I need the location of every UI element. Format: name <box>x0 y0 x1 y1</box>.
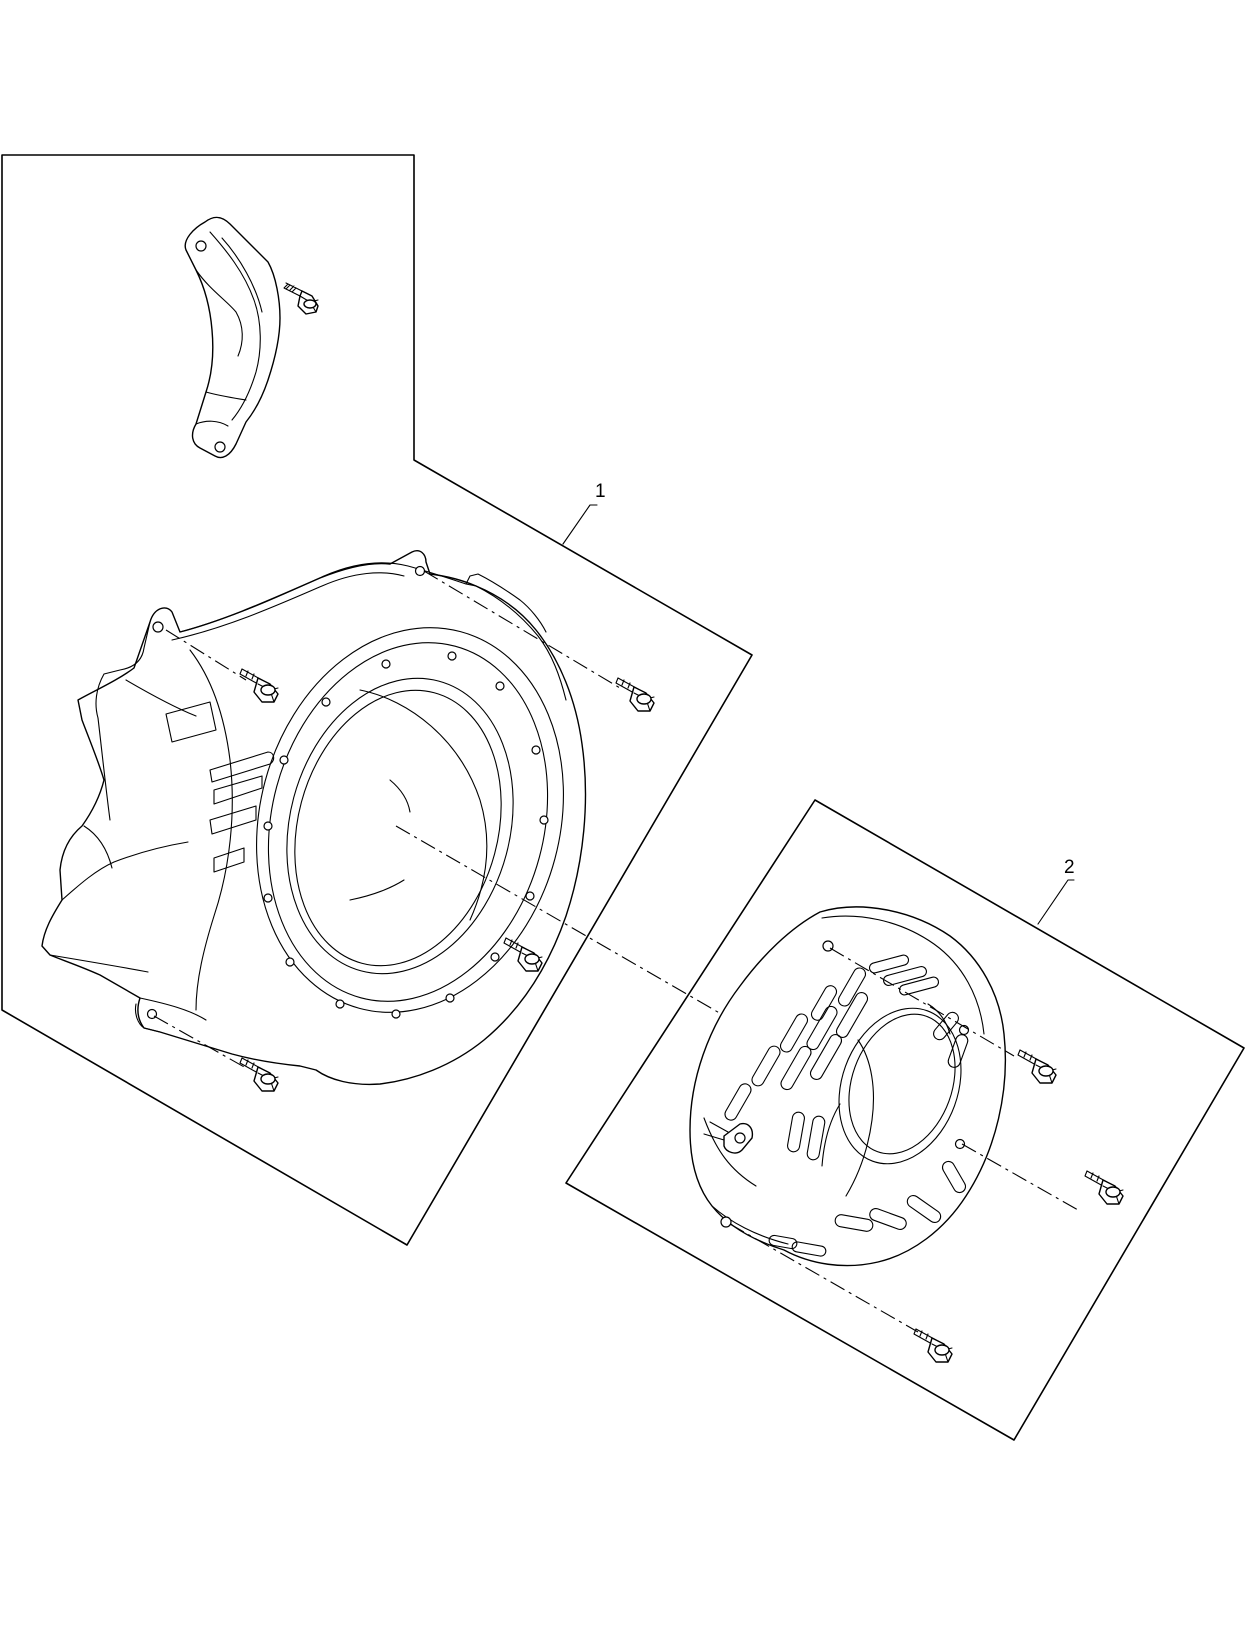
cover-bolt-3 <box>913 1328 953 1363</box>
axis-line-left <box>165 629 247 681</box>
axis-line-center <box>395 825 743 1027</box>
cover-axis-mid <box>961 1143 1079 1211</box>
cover-axis-top <box>829 947 1015 1057</box>
panel-2-outline <box>565 799 1245 1441</box>
cover-axis-bottom <box>729 1223 919 1333</box>
flange-holes <box>263 651 549 1019</box>
housing-bolt-3 <box>503 937 543 972</box>
callout-2-label: 2 <box>1064 857 1075 878</box>
cover-vent-slots <box>724 954 969 1257</box>
callout-2-leader <box>1037 879 1075 925</box>
cover-bolt-1 <box>1017 1049 1057 1084</box>
cover-bolt-2 <box>1084 1170 1124 1205</box>
callout-1-leader <box>562 504 598 545</box>
callout-1-label: 1 <box>595 481 606 502</box>
fan-housing <box>41 550 587 1086</box>
housing-bolt-2 <box>615 677 655 712</box>
axis-line-top <box>423 570 621 689</box>
starter-cover <box>689 906 1007 1267</box>
shroud-bracket <box>184 216 281 459</box>
housing-bolt-1 <box>239 668 279 703</box>
axis-line-bottom <box>153 1015 247 1069</box>
panel-1-outline <box>1 154 753 1246</box>
bracket-screw <box>283 282 319 315</box>
housing-bolt-4 <box>239 1057 279 1092</box>
